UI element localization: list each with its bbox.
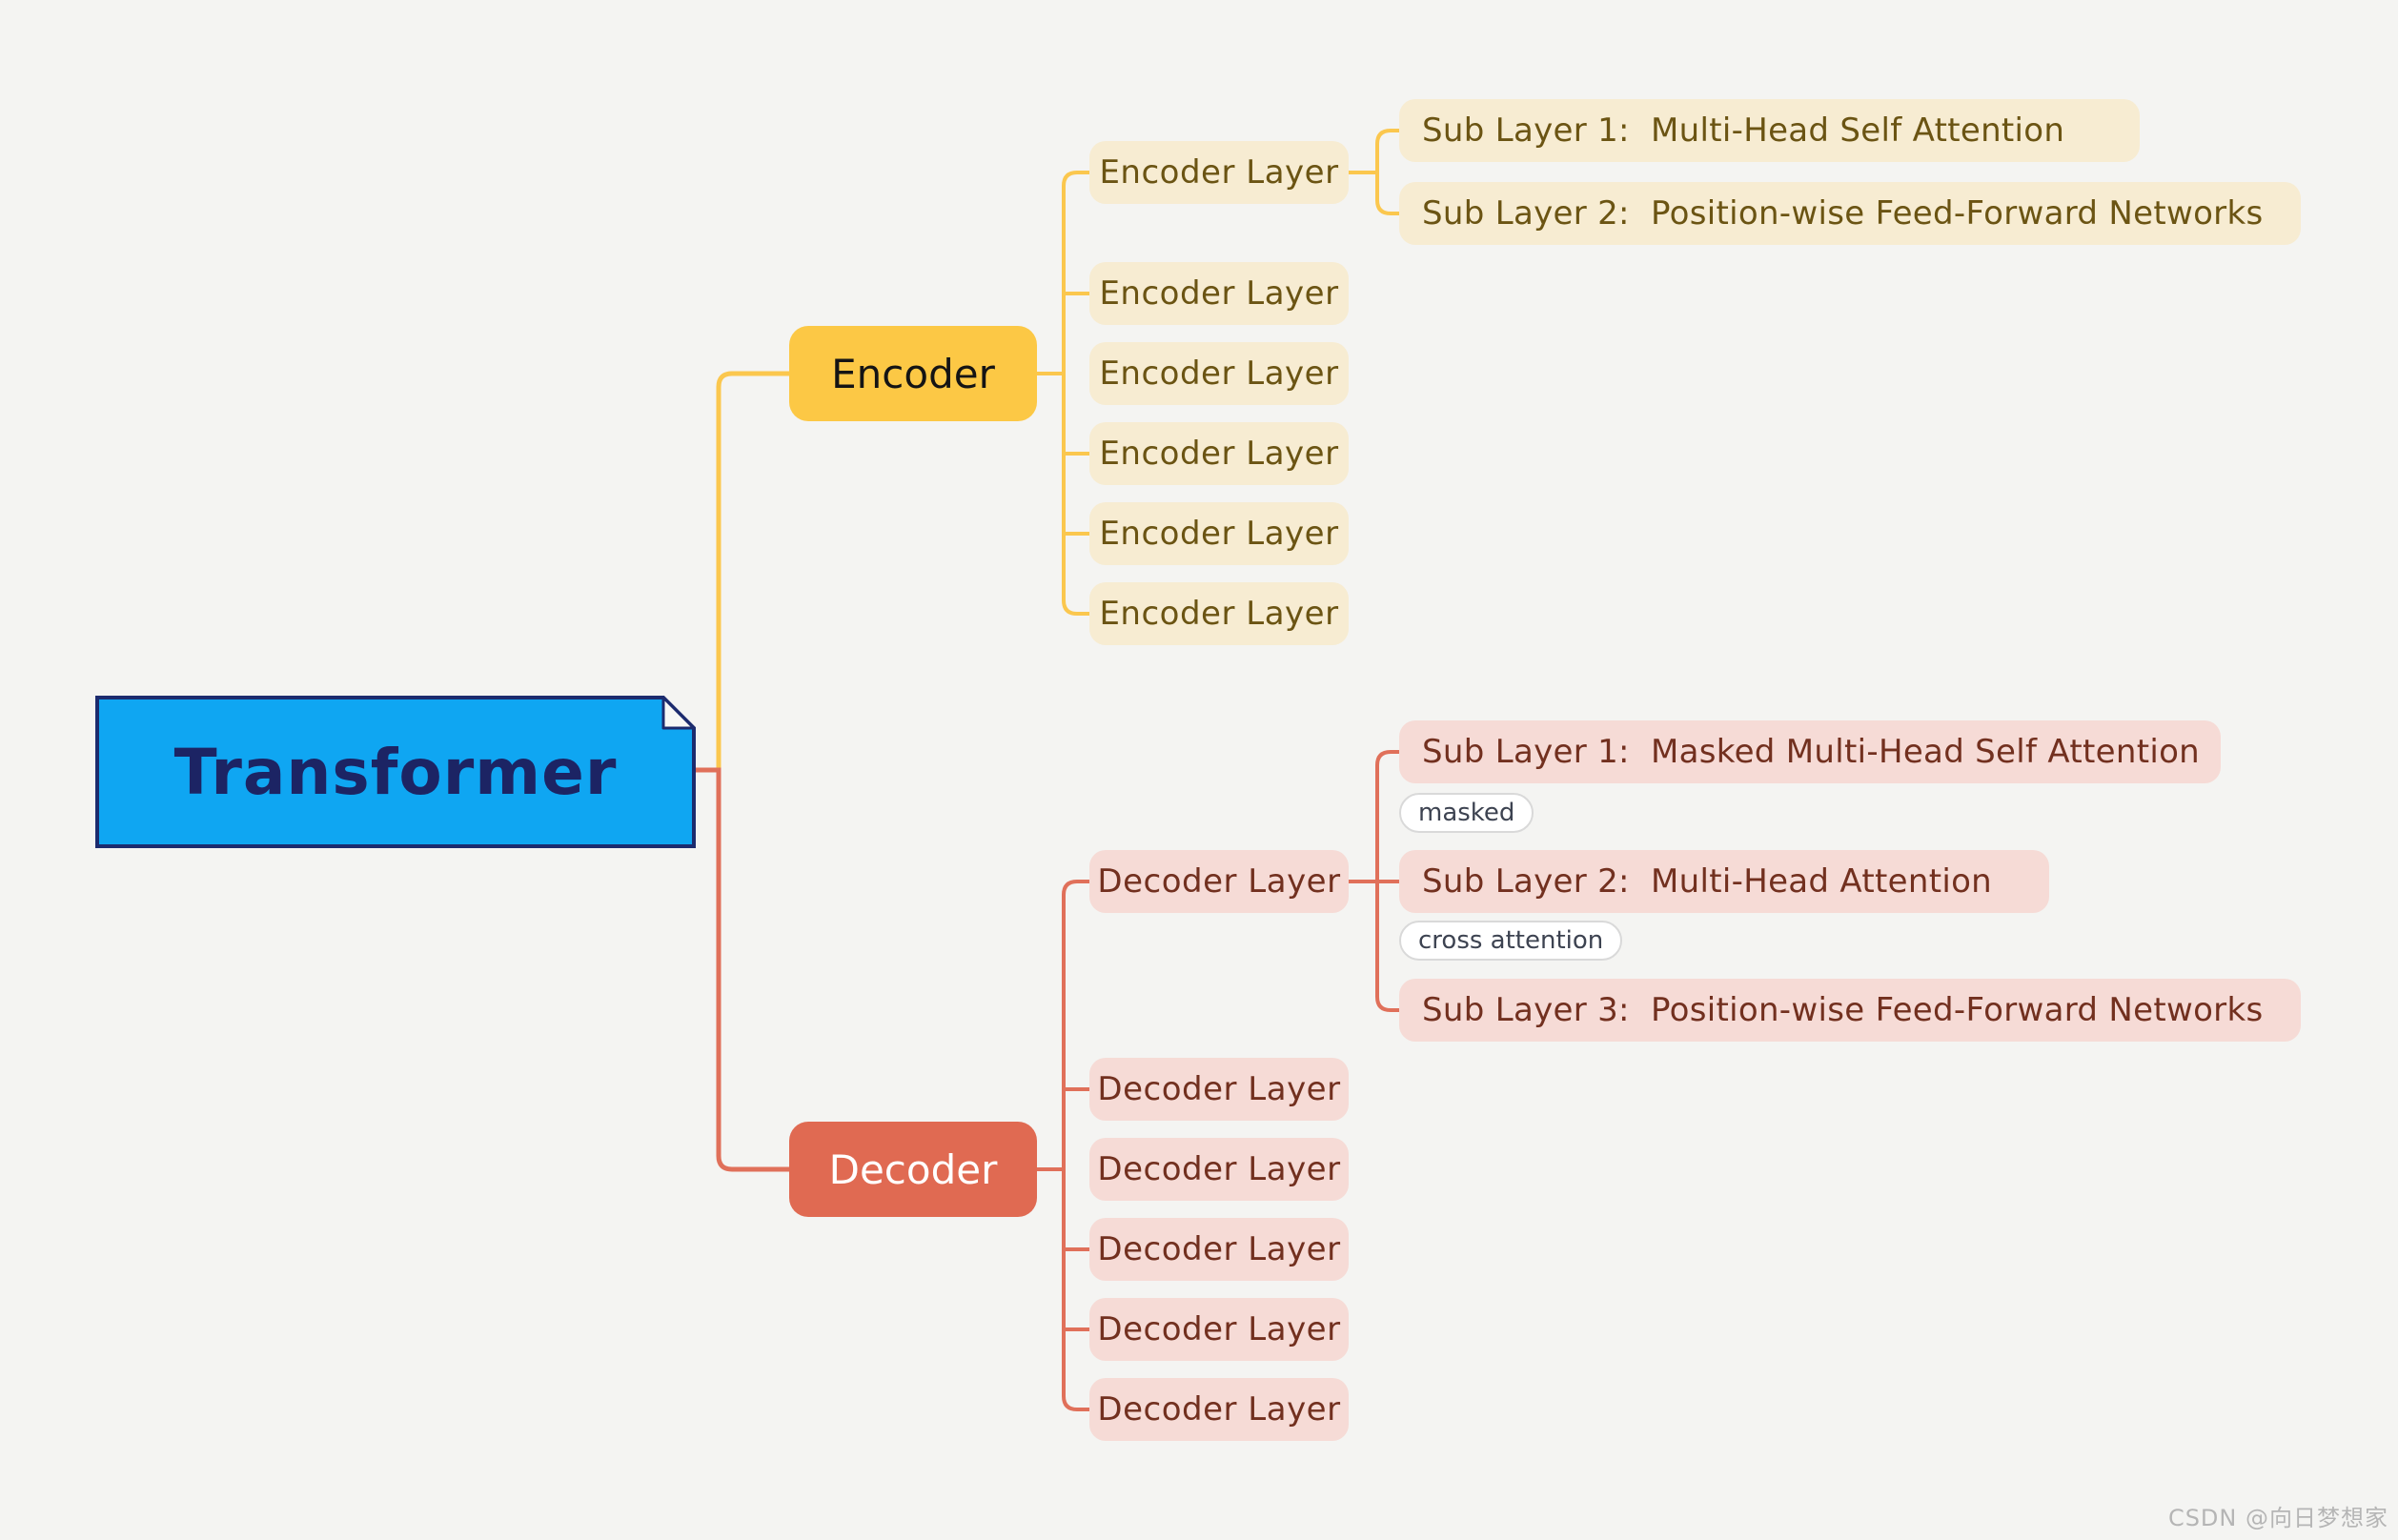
encoder-sublayer-node-2[interactable]: Sub Layer 2: Position-wise Feed-Forward … [1399,182,2301,245]
decoder-root-connector [693,767,789,1172]
encoder-layer-node-3[interactable]: Encoder Layer [1089,342,1349,405]
encoder-layer-label: Encoder Layer [1099,595,1339,633]
decoder-sublayer-node-1[interactable]: Sub Layer 1: Masked Multi-Head Self Atte… [1399,720,2221,783]
decoder-sublayer-label: Sub Layer 2: Multi-Head Attention [1422,862,1993,901]
encoder-sublayer-label: Sub Layer 1: Multi-Head Self Attention [1422,111,2065,150]
encoder-node[interactable]: Encoder [789,326,1037,421]
decoder-layer-node-6[interactable]: Decoder Layer [1089,1378,1349,1441]
tag-masked[interactable]: masked [1399,793,1534,833]
decoder-layer-node-2[interactable]: Decoder Layer [1089,1058,1349,1121]
decoder-layer-node-3[interactable]: Decoder Layer [1089,1138,1349,1201]
root-note-shape [95,696,696,848]
watermark: CSDN @向日梦想家 [2167,1505,2388,1531]
decoder-sublayer-label: Sub Layer 3: Position-wise Feed-Forward … [1422,991,2264,1029]
encoder-layer-label: Encoder Layer [1099,153,1339,192]
encoder-root-connector [716,371,789,772]
decoder-sublayer-node-2[interactable]: Sub Layer 2: Multi-Head Attention [1399,850,2049,913]
encoder-sublayer-node-1[interactable]: Sub Layer 1: Multi-Head Self Attention [1399,99,2140,162]
encoder-layer-node-5[interactable]: Encoder Layer [1089,502,1349,565]
folded-corner [661,696,696,730]
decoder-layer-label: Decoder Layer [1097,1230,1341,1268]
tag-label: cross attention [1418,926,1604,955]
encoder-sublayer-label: Sub Layer 2: Position-wise Feed-Forward … [1422,194,2264,233]
tag-label: masked [1418,799,1515,827]
root-label: Transformer [173,735,618,809]
root-node-transformer[interactable]: Transformer [95,696,696,848]
tag-cross-attention[interactable]: cross attention [1399,921,1623,961]
decoder-layer-node-4[interactable]: Decoder Layer [1089,1218,1349,1281]
decoder-layer-label: Decoder Layer [1097,1070,1341,1108]
decoder-node-label: Decoder [828,1145,998,1193]
encoder-layer-node-6[interactable]: Encoder Layer [1089,582,1349,645]
decoder-layer-label: Decoder Layer [1097,1310,1341,1348]
decoder-node[interactable]: Decoder [789,1122,1037,1217]
encoder-layer-node-4[interactable]: Encoder Layer [1089,422,1349,485]
decoder-layer-node-1[interactable]: Decoder Layer [1089,850,1349,913]
encoder-node-label: Encoder [831,350,995,397]
decoder-layer-label: Decoder Layer [1097,862,1341,901]
encoder-layer-label: Encoder Layer [1099,435,1339,473]
encoder-layer-label: Encoder Layer [1099,274,1339,313]
encoder-layer-node-1[interactable]: Encoder Layer [1089,141,1349,204]
decoder-sublayer-node-3[interactable]: Sub Layer 3: Position-wise Feed-Forward … [1399,979,2301,1042]
decoder-sublayer-label: Sub Layer 1: Masked Multi-Head Self Atte… [1422,733,2201,771]
decoder-layer-node-5[interactable]: Decoder Layer [1089,1298,1349,1361]
encoder-layer-node-2[interactable]: Encoder Layer [1089,262,1349,325]
decoder-layer-label: Decoder Layer [1097,1390,1341,1429]
encoder-layer-label: Encoder Layer [1099,355,1339,393]
encoder-layer-label: Encoder Layer [1099,515,1339,553]
decoder-layer-label: Decoder Layer [1097,1150,1341,1188]
